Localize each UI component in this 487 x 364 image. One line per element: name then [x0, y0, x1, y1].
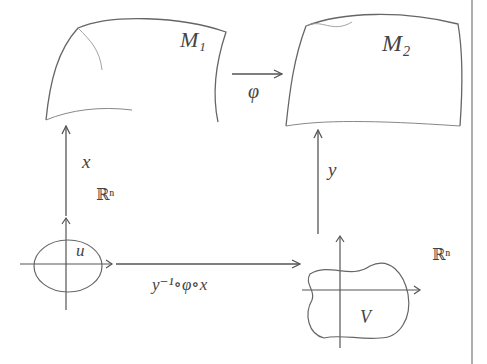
margin-line: [471, 0, 472, 364]
map-arrow: [317, 130, 318, 234]
domain-name: V: [360, 308, 371, 328]
map-name: x: [80, 152, 92, 173]
map-arrow: [65, 126, 66, 216]
outline-sketch: [300, 234, 424, 352]
space-label: ℝⁿ: [432, 246, 450, 264]
map-arrow: [116, 263, 300, 264]
space-label: ℝⁿ: [96, 186, 114, 204]
manifold-name: M₂: [382, 30, 410, 56]
manifold-shape: M₂: [282, 8, 466, 130]
map-arrow: [232, 73, 282, 74]
manifold-shape: M₁: [40, 10, 232, 126]
outline-sketch: [18, 216, 116, 312]
map-name: y: [326, 160, 338, 181]
domain-name: u: [76, 242, 85, 261]
map-name: φ: [246, 80, 261, 102]
chart-domain: u: [18, 216, 116, 312]
map-name: y⁻¹∘φ∘x: [150, 276, 209, 295]
outline-sketch: [282, 8, 466, 130]
manifold-name: M₁: [180, 28, 206, 52]
chart-domain: V: [300, 234, 424, 352]
